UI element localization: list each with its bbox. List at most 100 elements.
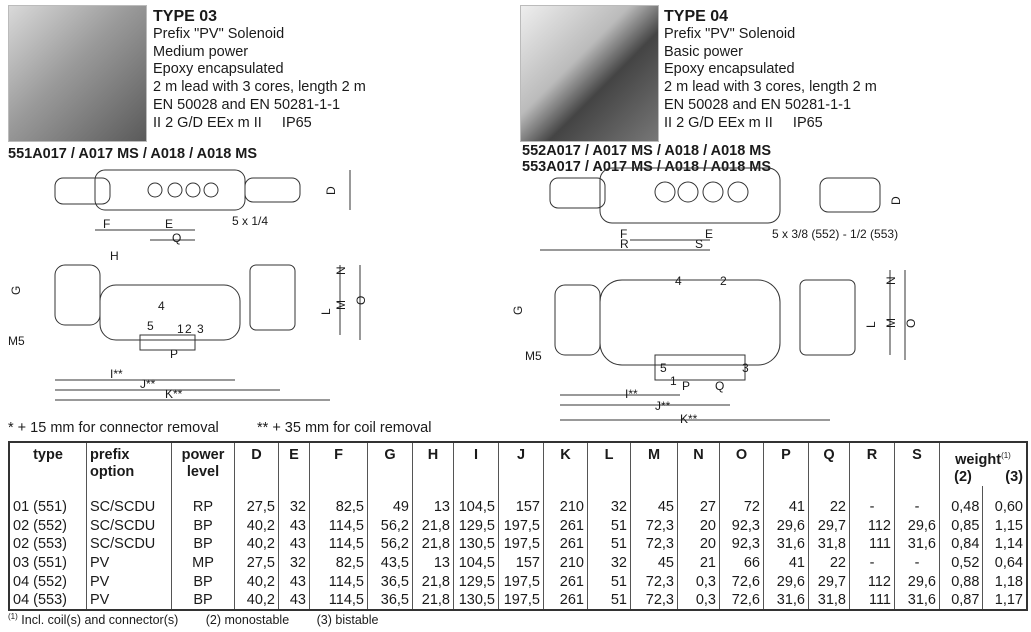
- dimension-label: R: [620, 237, 629, 251]
- table-cell: SC/SCDU: [86, 516, 172, 536]
- column-header: N: [677, 442, 720, 486]
- table-cell: 112: [849, 516, 895, 536]
- dimension-label: 5: [660, 361, 667, 375]
- table-cell: 130,5: [453, 590, 499, 611]
- table-cell: 43: [278, 535, 310, 554]
- type03-title: TYPE 03: [153, 8, 218, 25]
- table-cell: 32: [278, 485, 310, 517]
- table-cell: 112: [849, 572, 895, 591]
- table-cell: 31,6: [894, 590, 940, 611]
- table-cell: 104,5: [453, 553, 499, 573]
- table-cell: PV: [86, 553, 172, 573]
- dimension-label: 2: [185, 322, 192, 336]
- table-cell: 197,5: [498, 572, 544, 591]
- dimension-label: K**: [165, 387, 183, 401]
- table-cell: 32: [587, 553, 631, 573]
- table-cell: 20: [677, 535, 720, 554]
- spec-line: II 2 G/D EEx m II IP65: [153, 114, 312, 131]
- table-cell: 41: [763, 485, 809, 517]
- dimension-label: P: [682, 379, 690, 393]
- table-cell: 92,3: [719, 516, 764, 536]
- dimension-label: 3: [742, 361, 749, 375]
- table-cell: 32: [587, 485, 631, 517]
- dimension-label: G: [9, 286, 23, 295]
- table-cell: 21: [677, 553, 720, 573]
- table-cell: 02 (553): [8, 535, 87, 554]
- table-cell: 129,5: [453, 516, 499, 536]
- table-cell: 210: [543, 553, 588, 573]
- table-cell: 0,84: [938, 535, 983, 554]
- table-cell: 104,5: [453, 485, 499, 517]
- table-cell: 114,5: [309, 590, 368, 611]
- table-cell: 0,88: [938, 572, 983, 591]
- table-cell: 21,8: [412, 572, 454, 591]
- table-cell: 21,8: [412, 590, 454, 611]
- footnote-weight: Incl. coil(s) and connector(s): [21, 613, 179, 628]
- table-cell: 51: [587, 590, 631, 611]
- table-cell: 157: [498, 553, 544, 573]
- table-cell: -: [894, 485, 940, 517]
- footnote-bistable: (3) bistable: [316, 613, 379, 628]
- table-cell: 36,5: [367, 590, 413, 611]
- type04-model-2: 553A017 / A017 MS / A018 / A018 MS: [522, 159, 772, 175]
- table-cell: 43: [278, 590, 310, 611]
- dimension-label: G: [511, 306, 525, 315]
- weight-sup: (1): [1001, 451, 1011, 460]
- table-cell: BP: [171, 535, 235, 554]
- table-cell: 02 (552): [8, 516, 87, 536]
- table-cell: PV: [86, 572, 172, 591]
- spec-line: Prefix "PV" Solenoid: [664, 25, 796, 42]
- table-cell: 82,5: [309, 485, 368, 517]
- column-header: S: [894, 442, 940, 486]
- column-header: prefix option: [86, 442, 172, 486]
- column-header: I: [453, 442, 499, 486]
- column-header: R: [849, 442, 895, 486]
- connector-removal-note: * + 15 mm for connector removal: [8, 420, 219, 436]
- table-cell: 40,2: [234, 535, 279, 554]
- type03-model: 551A017 / A017 MS / A018 / A018 MS: [8, 146, 258, 162]
- table-cell: 0,60: [982, 485, 1027, 517]
- table-cell: 261: [543, 535, 588, 554]
- table-cell: 29,6: [894, 572, 940, 591]
- table-cell: 03 (551): [8, 553, 87, 573]
- port-size-note: 5 x 3/8 (552) - 1/2 (553): [772, 227, 898, 241]
- dimension-label: N: [334, 266, 348, 275]
- dimension-label: J**: [140, 377, 156, 391]
- table-cell: 1,17: [982, 590, 1027, 611]
- weight-header: weight(1)(2)(3): [939, 442, 1027, 486]
- table-cell: 51: [587, 535, 631, 554]
- table-cell: 49: [367, 485, 413, 517]
- type03-spec: TYPE 03 Prefix "PV" Solenoid Medium powe…: [153, 8, 366, 133]
- dimension-label: M: [884, 318, 898, 328]
- column-header: G: [367, 442, 413, 486]
- table-cell: 31,6: [894, 535, 940, 554]
- weight-bi-label: (3): [1005, 468, 1023, 485]
- dimension-label: J**: [655, 399, 671, 413]
- spec-line: 2 m lead with 3 cores, length 2 m: [153, 79, 366, 96]
- table-cell: 130,5: [453, 535, 499, 554]
- table-cell: 0,64: [982, 553, 1027, 573]
- dimension-label: K**: [680, 412, 698, 426]
- table-cell: 111: [849, 590, 895, 611]
- dimension-label: M5: [525, 349, 542, 363]
- table-cell: 1,15: [982, 516, 1027, 536]
- table-cell: 111: [849, 535, 895, 554]
- dimension-label: H: [110, 249, 119, 263]
- dimension-label: 5: [147, 319, 154, 333]
- table-cell: 92,3: [719, 535, 764, 554]
- table-cell: 129,5: [453, 572, 499, 591]
- table-cell: 0,52: [938, 553, 983, 573]
- table-cell: 157: [498, 485, 544, 517]
- table-cell: 29,6: [763, 572, 809, 591]
- table-cell: 72,3: [630, 572, 678, 591]
- table-cell: 56,2: [367, 535, 413, 554]
- table-cell: 43,5: [367, 553, 413, 573]
- column-header: power level: [171, 442, 235, 486]
- dimension-label: Q: [715, 379, 724, 393]
